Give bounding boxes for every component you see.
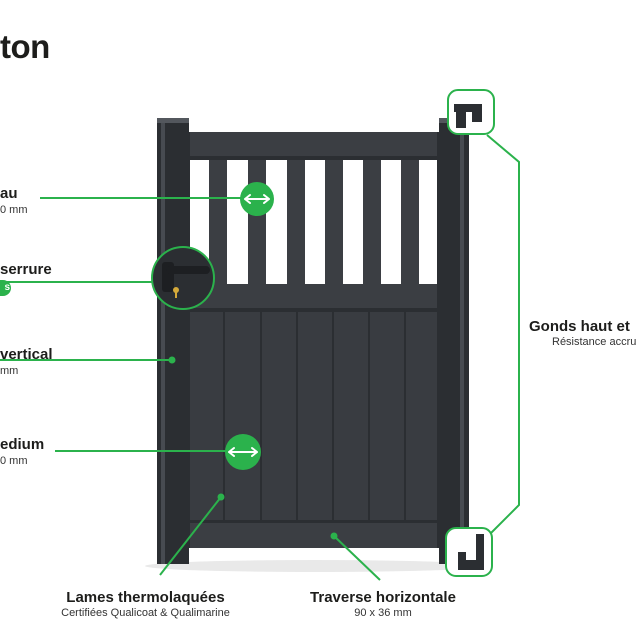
gate-bars [209,160,419,284]
gate-bar [287,160,305,284]
left-post [157,118,189,564]
hinge-icon [447,89,495,135]
door-handle-icon [162,262,210,298]
right-post [439,118,469,564]
gate-bar [401,160,419,284]
gate-bar [325,160,343,284]
callout-barreau-sub: 0 mm [0,204,28,216]
gate-shadow [145,560,485,572]
callout-montant-name: vertical [0,346,53,363]
callout-montant-sub: mm [0,365,19,377]
callout-lines [0,134,520,581]
gate-bar [363,160,381,284]
callout-medium-name: edium [0,436,45,453]
callout-serrure-name: serrure [0,261,52,278]
page-title: ton [0,28,50,65]
double-arrow-icon [240,182,274,216]
callout-medium-sub: 0 mm [0,455,28,467]
lock-magnifier [151,246,215,310]
callout-traverse-name: Traverse horizontale [310,589,456,606]
lower-panel [187,312,440,520]
double-arrow-icon [225,434,261,470]
gate-bar [248,160,266,284]
callout-serrure-badge: s [0,280,11,296]
gate-bar [209,160,227,284]
middle-rail [187,284,440,312]
top-rail [187,132,440,160]
callout-gonds-sub: Résistance accru [552,336,637,348]
bottom-rail [187,520,440,548]
callout-lames-sub: Certifiées Qualicoat & Qualimarine [61,607,230,619]
callout-lames-name: Lames thermolaquées [66,589,225,606]
callout-gonds-name: Gonds haut et [529,318,630,335]
hinge-icon [445,527,493,577]
callout-traverse-sub: 90 x 36 mm [354,607,412,619]
callout-barreau-name: au [0,185,18,202]
